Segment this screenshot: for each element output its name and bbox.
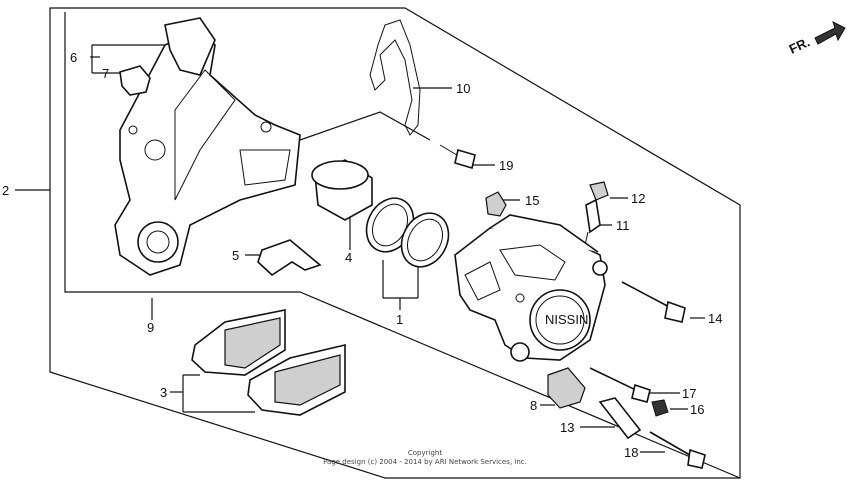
bleeder-cap — [485, 191, 507, 217]
caliper-bracket — [114, 17, 301, 276]
front-direction-indicator: FR. — [787, 21, 846, 57]
callout-5: 5 — [232, 248, 239, 263]
bracket-outline-top — [299, 111, 431, 141]
pad-retainer-clip — [119, 65, 151, 96]
callout-12: 12 — [631, 191, 645, 206]
callout-3: 3 — [160, 385, 167, 400]
piston — [311, 159, 373, 221]
pad-spring — [369, 19, 421, 136]
pin-boot — [547, 367, 586, 409]
pin-sleeve — [598, 397, 642, 440]
slide-pin — [589, 367, 651, 403]
callout-9: 9 — [147, 320, 154, 335]
copyright-line-1: Copyright — [408, 449, 442, 457]
callout-11: 11 — [616, 218, 630, 233]
pad-pin-bolt — [439, 144, 476, 170]
callout-1: 1 — [396, 312, 403, 327]
callout-17: 17 — [682, 386, 696, 401]
callout-18: 18 — [624, 445, 638, 460]
caliper-bolt — [621, 281, 686, 323]
brake-pads — [191, 309, 346, 416]
bracket-outline — [64, 12, 741, 479]
callout-14: 14 — [708, 311, 722, 326]
callout-13: 13 — [560, 420, 574, 435]
callout-8: 8 — [530, 398, 537, 413]
nut — [651, 399, 669, 417]
front-arrow-icon — [814, 21, 846, 45]
callout-2: 2 — [2, 183, 9, 198]
assembly-outline — [49, 7, 741, 479]
callout-16: 16 — [690, 402, 704, 417]
callout-10: 10 — [456, 81, 470, 96]
callout-labels: 1 2 3 4 5 6 7 8 9 10 11 12 13 14 15 16 1… — [2, 50, 722, 460]
callout-19: 19 — [499, 158, 513, 173]
piston-seals — [365, 197, 450, 268]
copyright-line-2: Page design (c) 2004 - 2014 by ARI Netwo… — [323, 458, 527, 466]
callout-15: 15 — [525, 193, 539, 208]
callout-4: 4 — [345, 250, 352, 265]
front-direction-label: FR. — [787, 34, 812, 56]
callout-7: 7 — [102, 66, 109, 81]
callout-6: 6 — [70, 50, 77, 65]
bleeder-valve — [584, 181, 609, 246]
mounting-bolt — [649, 431, 706, 469]
caliper-body: NISSIN — [454, 214, 608, 362]
pad-shim-plate — [257, 239, 322, 277]
svg-text:NISSIN: NISSIN — [545, 312, 588, 327]
